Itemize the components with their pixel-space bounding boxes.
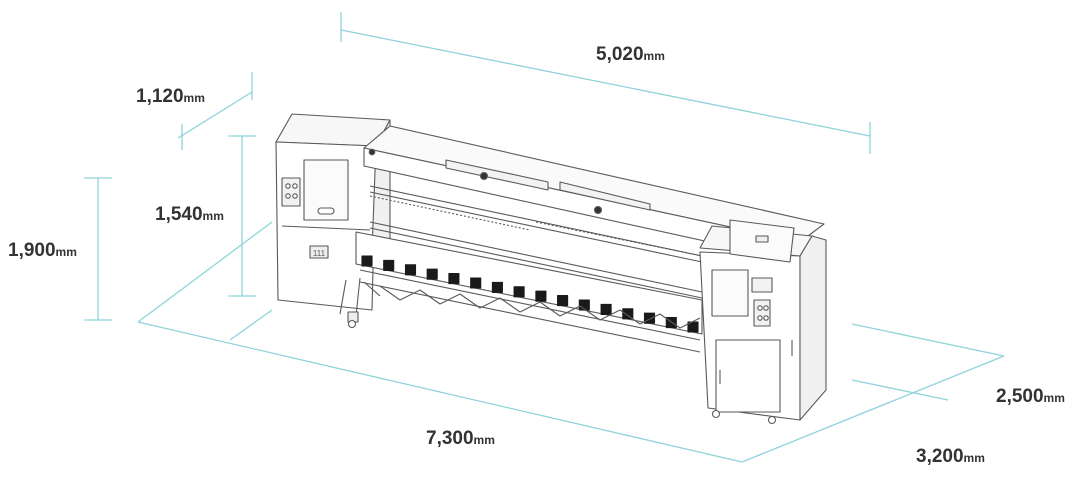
print-head-slot <box>426 268 438 280</box>
floor-length-label: 7,300mm <box>426 428 495 449</box>
print-head-slot <box>643 312 656 324</box>
machine-depth-label: 1,120mm <box>136 86 205 107</box>
print-head-slot <box>622 308 634 320</box>
print-height-label: 1,540mm <box>155 204 224 225</box>
total-height-dimension-line <box>84 177 112 321</box>
printer-body: 111 <box>275 113 827 425</box>
print-head-slot <box>513 286 525 298</box>
floor-footprint <box>137 221 1005 463</box>
floor-width-b-label: 3,200mm <box>916 446 985 467</box>
control-display-label: 111 <box>313 249 326 258</box>
print-head-slots <box>361 255 699 333</box>
machine-length-label: 5,020mm <box>596 44 665 65</box>
print-head-slot <box>404 264 417 276</box>
print-head-slot <box>600 303 612 315</box>
carriage-beam <box>363 125 825 263</box>
print-head-slot <box>665 317 677 329</box>
print-head-slot <box>470 277 482 289</box>
print-head-slot <box>383 259 395 271</box>
right-cabinet <box>699 219 827 425</box>
total-height-label: 1,900mm <box>8 240 77 261</box>
print-head-slot <box>491 281 503 293</box>
length-dimension-line <box>340 12 871 154</box>
print-head-slot <box>557 295 569 307</box>
dimension-labels: 5,020mm 1,120mm 1,540mm 1,900mm 7,300mm … <box>8 44 1065 467</box>
floor-width-a-label: 2,500mm <box>996 386 1065 407</box>
head-bay <box>355 231 703 353</box>
print-head-slot <box>448 273 460 285</box>
print-head-slot <box>535 290 547 302</box>
guide-rails <box>369 185 703 299</box>
print-head-slot <box>361 255 373 267</box>
print-head-slot <box>578 299 590 311</box>
print-height-dimension-line <box>228 135 256 297</box>
depth-dimension-line <box>177 72 253 150</box>
